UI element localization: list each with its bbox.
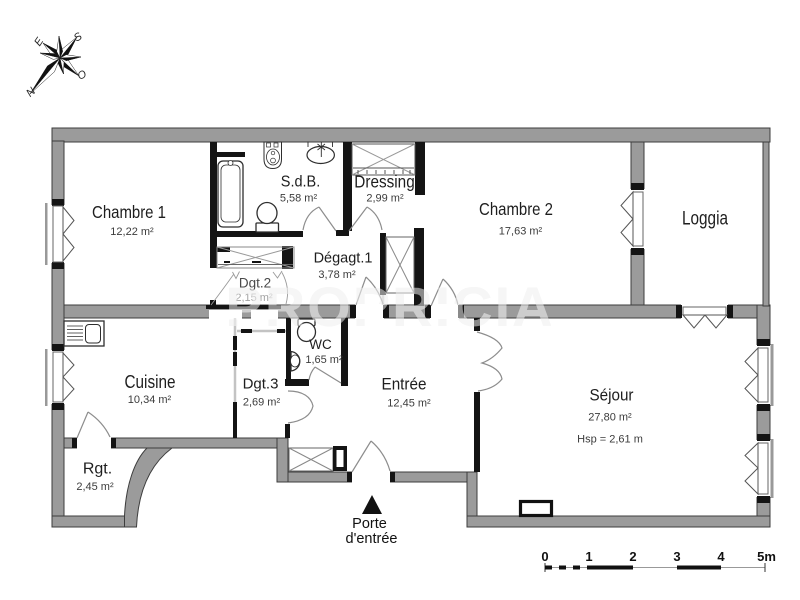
svg-text:3,78 m²: 3,78 m² bbox=[318, 269, 356, 281]
svg-text:2,69 m²: 2,69 m² bbox=[243, 397, 281, 409]
svg-text:12,22 m²: 12,22 m² bbox=[110, 226, 154, 238]
svg-text:Séjour: Séjour bbox=[589, 386, 634, 405]
svg-text:Porte: Porte bbox=[352, 516, 387, 532]
svg-text:12,45 m²: 12,45 m² bbox=[387, 398, 431, 410]
svg-text:5m: 5m bbox=[757, 549, 776, 564]
svg-text:Chambre 1: Chambre 1 bbox=[92, 202, 166, 223]
svg-text:3: 3 bbox=[673, 549, 680, 564]
svg-text:Loggia: Loggia bbox=[682, 207, 728, 229]
svg-text:1,65 m²: 1,65 m² bbox=[305, 354, 343, 366]
svg-text:2,15 m²: 2,15 m² bbox=[235, 292, 273, 304]
svg-text:Rgt.: Rgt. bbox=[83, 461, 112, 478]
svg-text:2,45 m²: 2,45 m² bbox=[76, 481, 114, 493]
svg-text:1: 1 bbox=[585, 549, 592, 564]
svg-text:10,34 m²: 10,34 m² bbox=[128, 394, 172, 406]
svg-text:Chambre 2: Chambre 2 bbox=[479, 199, 553, 220]
svg-text:Entrée: Entrée bbox=[381, 375, 426, 394]
svg-text:d'entrée: d'entrée bbox=[346, 531, 398, 547]
svg-text:17,63 m²: 17,63 m² bbox=[499, 226, 543, 238]
svg-text:Dgt.2: Dgt.2 bbox=[239, 276, 271, 291]
svg-text:S.d.B.: S.d.B. bbox=[281, 173, 320, 191]
svg-text:WC: WC bbox=[309, 337, 332, 352]
svg-text:5,58 m²: 5,58 m² bbox=[280, 193, 318, 205]
svg-text:Hsp = 2,61 m: Hsp = 2,61 m bbox=[577, 434, 643, 446]
svg-text:PROPRICIA: PROPRICIA bbox=[225, 275, 554, 338]
svg-text:Dégagt.1: Dégagt.1 bbox=[314, 251, 373, 267]
svg-text:0: 0 bbox=[541, 549, 548, 564]
svg-text:27,80 m²: 27,80 m² bbox=[588, 412, 632, 424]
svg-text:4: 4 bbox=[717, 549, 725, 564]
svg-text:Dgt.3: Dgt.3 bbox=[243, 376, 279, 393]
svg-text:Cuisine: Cuisine bbox=[124, 372, 175, 393]
svg-text:2: 2 bbox=[629, 549, 636, 564]
svg-text:Dressing: Dressing bbox=[354, 173, 414, 192]
svg-text:2,99 m²: 2,99 m² bbox=[366, 193, 404, 205]
